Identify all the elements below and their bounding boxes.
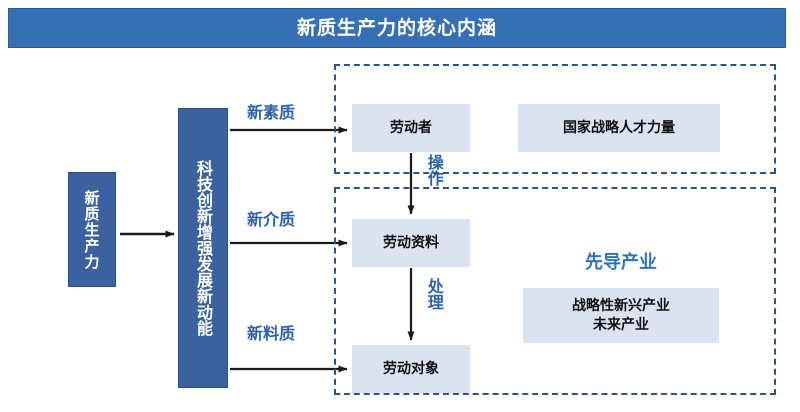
stage-box-source[interactable]: 新质生产力	[68, 172, 116, 287]
connector-label-operate: 操作	[424, 154, 444, 186]
industries-line-2: 未来产业	[593, 316, 649, 333]
content-box-industries[interactable]: 战略性新兴产业 未来产业	[523, 288, 719, 343]
page-title: 新质生产力的核心内涵	[296, 16, 497, 39]
page-title-banner: 新质生产力的核心内涵	[8, 8, 786, 48]
content-box-labor-means[interactable]: 劳动资料	[352, 219, 470, 267]
group-frame-bottom	[334, 187, 776, 395]
stage-box-driver[interactable]: 科技创新增强发展新动能	[178, 108, 228, 388]
content-box-labor-object[interactable]: 劳动对象	[352, 345, 470, 393]
connector-label-process: 处理	[424, 278, 444, 310]
connector-label-new-quality: 新素质	[247, 103, 296, 122]
content-box-national-talent[interactable]: 国家战略人才力量	[518, 104, 720, 152]
connector-label-new-medium: 新介质	[247, 210, 296, 229]
group-frame-top	[334, 64, 776, 174]
content-box-laborer[interactable]: 劳动者	[352, 104, 470, 152]
group-heading-pilot-industries: 先导产业	[585, 252, 657, 273]
connector-label-new-material: 新料质	[247, 324, 296, 343]
industries-line-1: 战略性新兴产业	[572, 297, 670, 314]
